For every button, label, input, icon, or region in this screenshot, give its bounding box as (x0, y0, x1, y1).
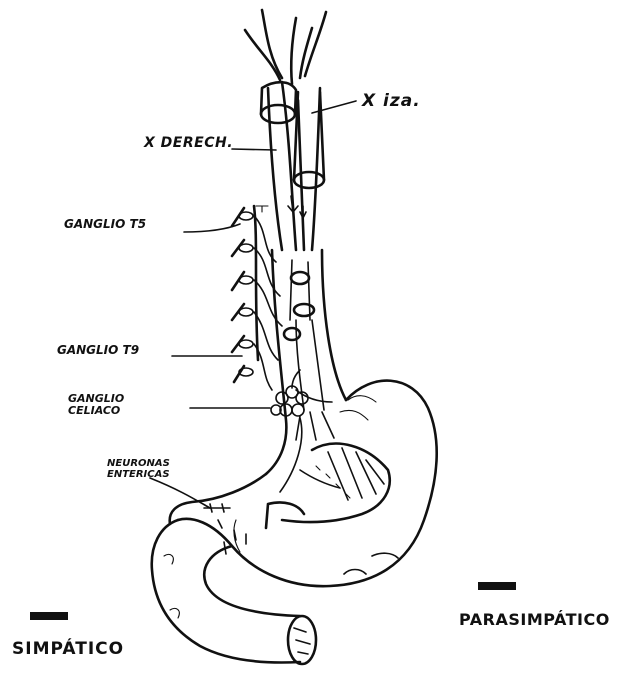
leader-line-neuronas (150, 478, 210, 508)
esophagus (266, 196, 376, 474)
label-neuronas-entericas: NEURONAS ENTERICAS (107, 459, 185, 480)
label-vago-derecho: X DERECH. (144, 136, 233, 151)
label-ganglio-celiaco: GANGLIO CELIACO (68, 393, 140, 416)
celiac-ganglion (271, 370, 308, 492)
label-parasimpatico: PARASIMPÁTICO (459, 612, 610, 629)
duodenum (152, 520, 316, 664)
label-ganglio-t9: GANGLIO T9 (57, 344, 139, 357)
leader-line-vago-der (232, 149, 276, 150)
label-ganglio-t5: GANGLIO T5 (64, 218, 146, 231)
label-vago-izquierdo: X iza. (362, 93, 421, 111)
parasimpatico-legend-bar (478, 582, 516, 590)
vagus-nerves (245, 10, 326, 250)
label-simpatico: SIMPÁTICO (12, 641, 124, 659)
simpatico-legend-bar (30, 612, 68, 620)
